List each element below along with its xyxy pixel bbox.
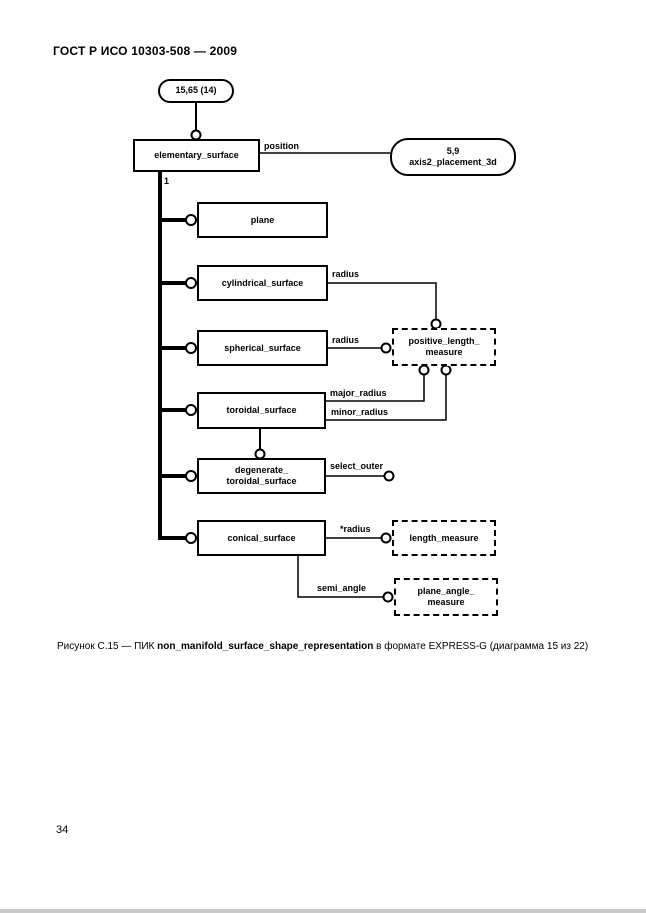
entity-spherical-surface: spherical_surface — [197, 330, 328, 366]
caption-prefix: Рисунок С.15 — ПИК — [57, 641, 158, 652]
toroidal-degenerate-subtype-line — [254, 429, 266, 460]
type-label-line2: measure — [425, 347, 463, 357]
attr-label-position: position — [264, 141, 299, 151]
attr-label-semi-angle: semi_angle — [317, 583, 367, 593]
caption-entity-name: non_manifold_surface_shape_representatio… — [157, 641, 374, 652]
entity-conical-surface: conical_surface — [197, 520, 326, 556]
semi-angle-line — [297, 556, 394, 603]
attr-label-select-outer: select_outer — [330, 461, 384, 471]
entity-degenerate-toroidal-surface: degenerate_ toroidal_surface — [197, 458, 326, 494]
type-plane-angle-measure: plane_angle_ measure — [394, 578, 498, 616]
attr-label-minor-radius: minor_radius — [331, 407, 389, 417]
entity-plane: plane — [197, 202, 328, 238]
type-length-measure: length_measure — [392, 520, 496, 556]
entity-label-line2: toroidal_surface — [226, 476, 297, 486]
radius-spherical-line — [328, 342, 392, 354]
page-reference-label: 15,65 (14) — [175, 85, 217, 96]
entity-toroidal-surface: toroidal_surface — [197, 392, 326, 429]
page-edge-artifact — [0, 909, 646, 913]
type-positive-length-measure: positive_length_ measure — [392, 328, 496, 366]
entity-cylindrical-surface: cylindrical_surface — [197, 265, 328, 301]
attr-label-radius-conical: *radius — [340, 524, 371, 534]
type-label-line1: positive_length_ — [408, 336, 480, 347]
entity-elementary-surface: elementary_surface — [133, 139, 260, 172]
entity-label-line1: degenerate_ — [234, 465, 289, 476]
page-reference-oval: 15,65 (14) — [158, 79, 234, 103]
type-label: length_measure — [409, 532, 479, 543]
cardinality-label: 1 — [164, 176, 170, 186]
external-ref-axis2-placement-3d: 5,9 axis2_placement_3d — [390, 138, 516, 176]
entity-label: spherical_surface — [224, 342, 301, 353]
entity-label: plane — [250, 214, 275, 225]
page-header: ГОСТ Р ИСО 10303-508 — 2009 — [53, 44, 238, 58]
figure-caption: Рисунок С.15 — ПИК non_manifold_surface_… — [57, 640, 602, 653]
caption-suffix: в формате EXPRESS-G (диаграмма 15 из 22) — [373, 641, 589, 652]
ref-entity-name: axis2_placement_3d — [409, 157, 497, 167]
radius-cylindrical-line — [328, 282, 442, 330]
minor-radius-line — [326, 364, 452, 421]
entity-label: toroidal_surface — [226, 405, 297, 416]
attr-label-major-radius: major_radius — [330, 388, 387, 398]
entity-label: elementary_surface — [154, 150, 239, 161]
attr-label-radius-spherical: radius — [332, 335, 360, 345]
ref-page-number: 5,9 — [446, 145, 460, 156]
radius-conical-line — [326, 532, 392, 544]
subtype-tree-lines — [158, 172, 197, 544]
select-outer-line — [325, 470, 395, 482]
entity-label: conical_surface — [227, 532, 296, 543]
type-label-line2: measure — [427, 597, 465, 607]
pageref-to-supertype-line — [190, 103, 202, 141]
entity-label: cylindrical_surface — [221, 277, 304, 288]
attr-label-radius-cylindrical: radius — [332, 269, 360, 279]
type-label-line1: plane_angle_ — [417, 586, 475, 597]
page-number: 34 — [56, 824, 69, 836]
